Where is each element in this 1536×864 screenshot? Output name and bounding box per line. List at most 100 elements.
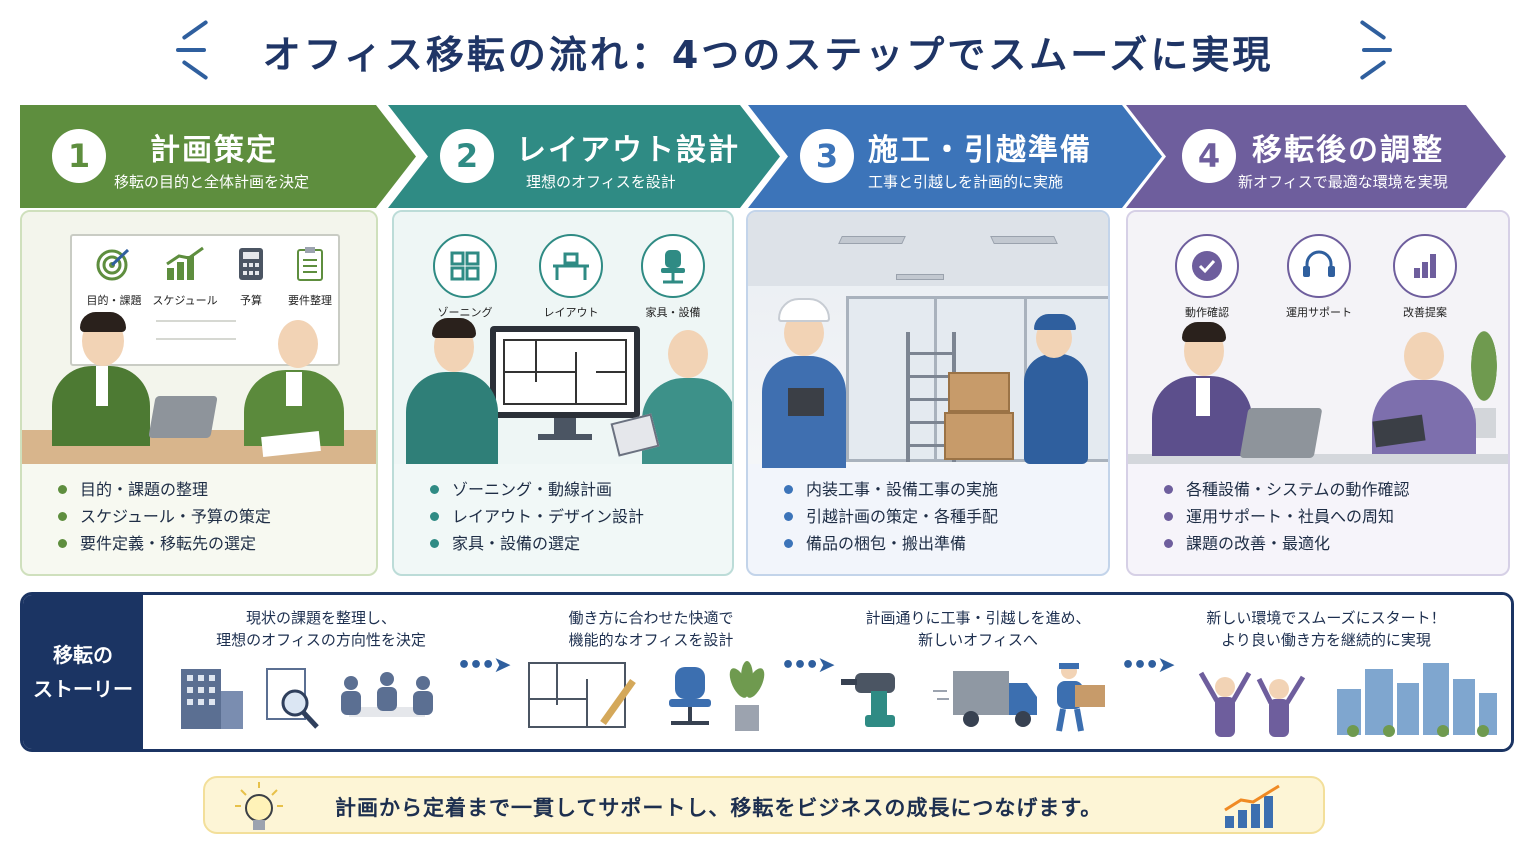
story-label: 移転のストーリー (23, 595, 143, 749)
step-2-illustration: ゾーニング レイアウト 家具・設備 (394, 212, 732, 464)
calculator-label: 予算 (240, 294, 262, 307)
zoning-icon (433, 234, 497, 298)
step-1-bullets: 目的・課題の整理 スケジュール・予算の策定 要件定義・移転先の選定 (22, 476, 376, 557)
chair-item: 家具・設備 (630, 234, 716, 320)
lightbulb-icon (235, 782, 283, 830)
story-panel: 移転のストーリー 現状の課題を整理し、 理想のオフィスの方向性を決定 働き方に合… (20, 592, 1514, 752)
chair-icon (641, 234, 705, 298)
step-3-badge: 3 (800, 129, 854, 183)
chart-item: スケジュール (150, 246, 220, 308)
potted-plant-icon (729, 661, 765, 731)
whiteboard-lines (156, 320, 236, 340)
headset-icon (1287, 234, 1351, 298)
step-3-bullet-2: 引越計画の策定・各種手配 (748, 503, 1108, 530)
monitor-floorplan (490, 326, 640, 418)
ceiling-light-3 (896, 274, 944, 280)
ceiling-light-1 (838, 236, 906, 244)
story-label-line2: ストーリー (33, 677, 133, 701)
story-arrow-2: •••➤ (781, 653, 836, 678)
title-deco-left (176, 19, 220, 84)
step-2-subtitle: 理想のオフィスを設計 (526, 173, 676, 191)
step-1-bullet-2: スケジュール・予算の策定 (22, 503, 376, 530)
power-drill-icon (841, 673, 895, 727)
chair-label: 家具・設備 (645, 306, 701, 319)
step-1-subtitle: 移転の目的と全体計画を決定 (114, 173, 310, 191)
improvement-item: 改善提案 (1384, 234, 1466, 320)
target-label: 目的・課題 (86, 294, 142, 307)
checklist-icon (297, 247, 323, 281)
story-caption-3: 計画通りに工事・引越しを進め、 新しいオフィスへ (843, 607, 1113, 651)
headset-label: 運用サポート (1286, 306, 1352, 319)
story-caption-2: 働き方に合わせた快適で 機能的なオフィスを設計 (533, 607, 769, 651)
delivery-truck-icon (933, 671, 1037, 727)
calculator-icon (239, 248, 263, 280)
clipboard (788, 388, 824, 416)
page-title: オフィス移転の流れ：4つのステップでスムーズに実現 (262, 33, 1274, 77)
plant-pot (1474, 408, 1496, 438)
step-3-title: 施工・引越準備 (868, 133, 1092, 168)
story-caption-1: 現状の課題を整理し、 理想のオフィスの方向性を決定 (191, 607, 451, 651)
footer-text: 計画から定着まで一貫してサポートし、移転をビジネスの成長につなげます。 (335, 796, 1103, 820)
step-4-title: 移転後の調整 (1252, 133, 1444, 168)
step-1-bullet-3: 要件定義・移転先の選定 (22, 530, 376, 557)
desk-item: レイアウト (530, 234, 612, 320)
step-3-bullets: 内装工事・設備工事の実施 引越計画の策定・各種手配 備品の梱包・搬出準備 (748, 476, 1108, 557)
checklist-item: 要件整理 (280, 246, 340, 308)
ceiling (748, 212, 1108, 286)
step-3-card: 内装工事・設備工事の実施 引越計画の策定・各種手配 備品の梱包・搬出準備 (746, 210, 1110, 576)
step-3-subtitle: 工事と引越しを計画的に実施 (868, 173, 1064, 191)
step-4-banner: 4 移転後の調整 新オフィスで最適な環境を実現 (1126, 105, 1506, 208)
chart-label: スケジュール (152, 294, 218, 307)
story-caption-4-line2: より良い働き方を継続的に実現 (1221, 631, 1431, 649)
story-caption-4-line1: 新しい環境でスムーズにスタート！ (1206, 609, 1446, 627)
step-4-illustration: 動作確認 運用サポート 改善提案 (1128, 212, 1508, 464)
desk (1128, 454, 1508, 464)
zoning-label: ゾーニング (437, 306, 493, 319)
step-3-bullet-1: 内装工事・設備工事の実施 (748, 476, 1108, 503)
footer-message: 計画から定着まで一貫してサポートし、移転をビジネスの成長につなげます。 (203, 776, 1325, 834)
desk-icon (539, 234, 603, 298)
story-arrow-1: •••➤ (457, 653, 512, 678)
monitor-stand (554, 418, 576, 436)
step-4-card: 動作確認 運用サポート 改善提案 (1126, 210, 1510, 576)
document-search-icon (266, 668, 319, 729)
step-2-badge: 2 (440, 129, 494, 183)
celebrating-people-icon (1198, 671, 1306, 737)
step-1-illustration: 目的・課題 スケジュール 予算 要件整理 (22, 212, 376, 464)
story-caption-3-line1: 計画通りに工事・引越しを進め、 (865, 609, 1091, 627)
ceiling-light-2 (990, 236, 1058, 244)
zoning-item: ゾーニング (424, 234, 506, 320)
boxes-lower (944, 412, 1014, 460)
story-caption-4: 新しい環境でスムーズにスタート！ より良い働き方を継続的に実現 (1191, 607, 1461, 651)
step-2-bullet-2: レイアウト・デザイン設計 (394, 503, 732, 530)
building-icon (181, 669, 243, 729)
chart-icon (166, 246, 204, 280)
meeting-people-icon (341, 672, 433, 717)
blueprint-pencil-icon (528, 662, 636, 728)
title-deco-right (1348, 19, 1392, 84)
step-2-bullet-3: 家具・設備の選定 (394, 530, 732, 557)
office-chair-icon (669, 667, 711, 725)
step-4-badge: 4 (1182, 129, 1236, 183)
step-2-bullets: ゾーニング・動線計画 レイアウト・デザイン設計 家具・設備の選定 (394, 476, 732, 557)
check-icon (1175, 234, 1239, 298)
step-4-bullet-1: 各種設備・システムの動作確認 (1128, 476, 1508, 503)
mover-with-box-icon (1056, 663, 1105, 732)
step-3-illustration (748, 212, 1108, 468)
step-2-card: ゾーニング レイアウト 家具・設備 (392, 210, 734, 576)
story-caption-3-line2: 新しいオフィスへ (918, 631, 1038, 649)
story-label-line1: 移転の (53, 643, 113, 667)
improvement-chart-icon (1393, 234, 1457, 298)
monitor-base (538, 434, 592, 440)
growth-chart-icon (1224, 784, 1280, 828)
step-3-banner: 3 施工・引越準備 工事と引越しを計画的に実施 (748, 105, 1162, 208)
step-1-banner: 1 計画策定 移転の目的と全体計画を決定 (20, 105, 416, 208)
story-caption-1-line1: 現状の課題を整理し、 (245, 609, 396, 627)
boxes (948, 372, 1010, 412)
step-4-bullet-2: 運用サポート・社員への周知 (1128, 503, 1508, 530)
laptop-4 (1239, 408, 1323, 458)
story-caption-2-line1: 働き方に合わせた快適で (568, 609, 734, 627)
desk-label: レイアウト (543, 306, 599, 319)
story-caption-1-line2: 理想のオフィスの方向性を決定 (216, 631, 426, 649)
checklist-label: 要件整理 (288, 294, 332, 307)
